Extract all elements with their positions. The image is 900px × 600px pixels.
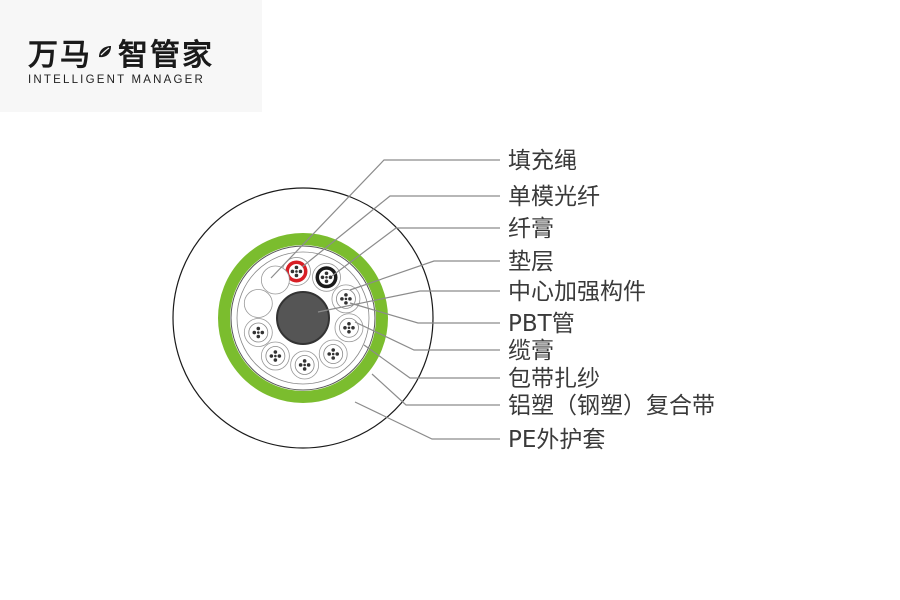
component-label-8: 包带扎纱 (508, 366, 600, 392)
leader-line-2 (301, 195, 500, 268)
component-label-1: 填充绳 (508, 148, 577, 174)
bedding-layer (236, 251, 370, 385)
component-label-5: 中心加强构件 (508, 279, 646, 305)
component-label-4: 垫层 (508, 249, 554, 275)
component-label-6: PBT管 (508, 311, 575, 337)
tube-10 (260, 265, 290, 295)
leader-lines (270, 159, 500, 440)
leader-line-10 (354, 401, 500, 440)
tube-9 (243, 289, 273, 318)
tube-5 (318, 339, 348, 369)
central-strength-member (276, 291, 330, 345)
composite-tape-ring (218, 233, 388, 403)
brand-name-part2: 智管家 (118, 38, 214, 73)
leader-line-8 (363, 344, 500, 379)
brand-subtitle: INTELLIGENT MANAGER (28, 74, 206, 86)
component-label-3: 纤膏 (508, 216, 554, 242)
leader-line-5 (317, 290, 500, 313)
tube-7 (260, 341, 290, 371)
tube-6 (290, 350, 320, 380)
loose-tubes (243, 257, 364, 380)
component-label-2: 单模光纤 (508, 184, 600, 210)
tube-2 (312, 262, 341, 292)
component-label-7: 缆膏 (508, 338, 554, 364)
leader-line-9 (371, 373, 500, 406)
leader-line-4 (349, 260, 500, 291)
component-label-9: 铝塑（钢塑）复合带 (508, 393, 715, 419)
brand-logo: 万马 智管家 (28, 30, 214, 74)
leader-line-7 (354, 321, 500, 351)
component-label-10: PE外护套 (508, 427, 605, 453)
tube-8 (243, 318, 273, 347)
leader-line-6 (349, 302, 500, 324)
brand-leaf-icon (99, 46, 111, 58)
leader-line-1 (270, 159, 500, 279)
tube-4 (334, 313, 364, 343)
leader-line-3 (331, 227, 500, 277)
logo-background (0, 0, 262, 112)
brand-name-part1: 万马 (28, 38, 92, 73)
